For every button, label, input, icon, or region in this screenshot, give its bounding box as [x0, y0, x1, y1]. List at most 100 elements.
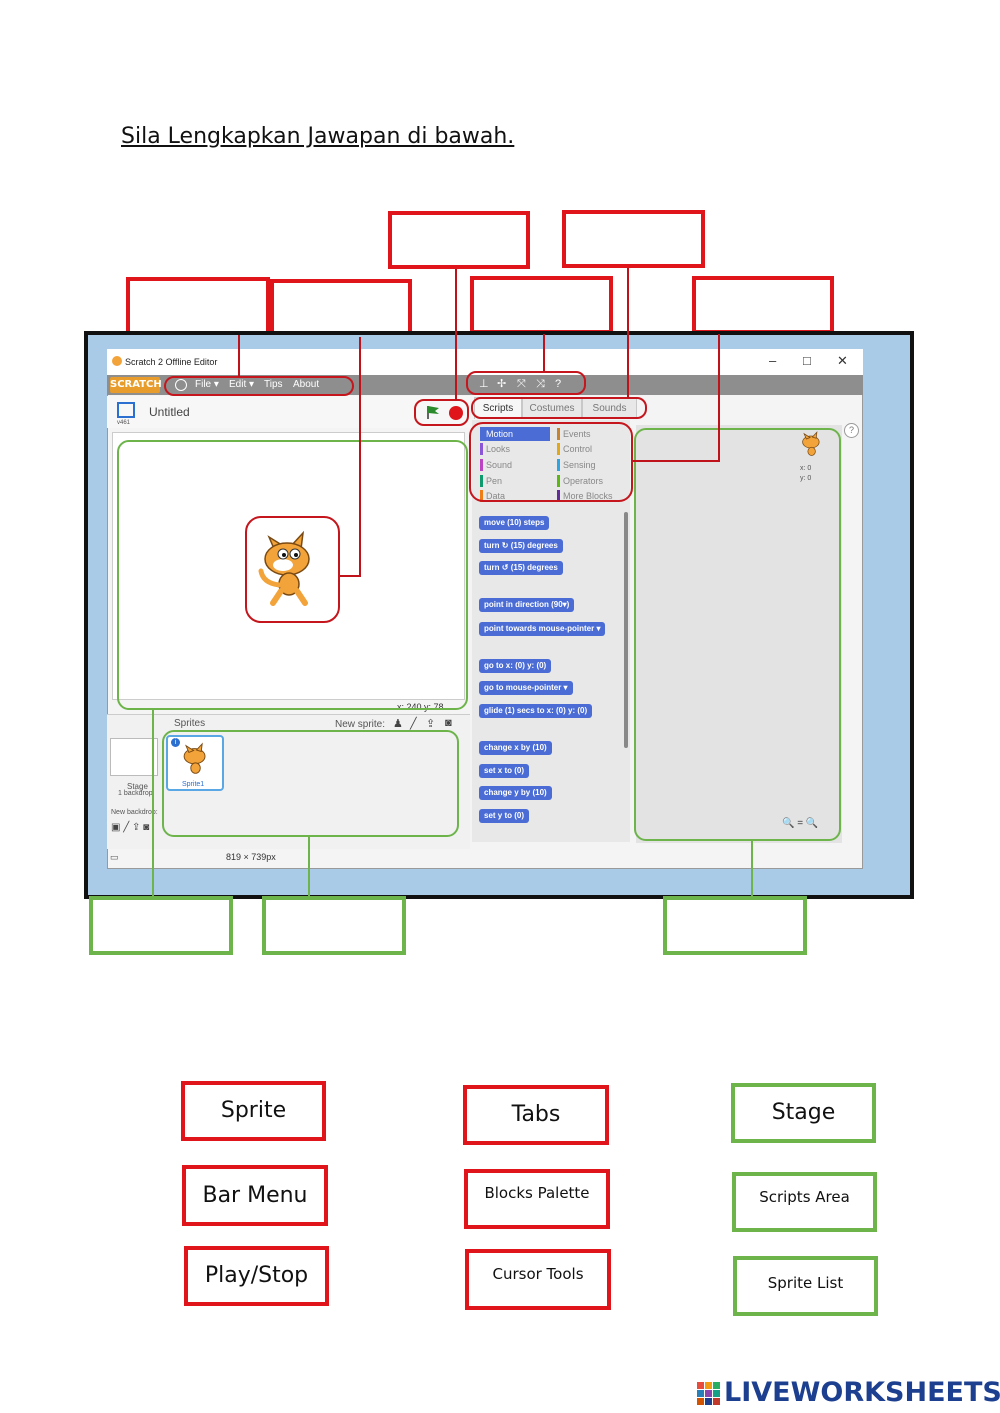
highlight-sprite-list — [162, 730, 459, 837]
liveworksheets-brand[interactable]: LIVEWORKSHEETS — [724, 1377, 1000, 1408]
word-stage[interactable]: Stage — [731, 1083, 876, 1143]
word-sprite-list[interactable]: Sprite List — [733, 1256, 878, 1316]
answer-blank-bar-menu[interactable] — [126, 277, 270, 335]
category-data-label: Data — [486, 491, 506, 501]
delete-icon[interactable]: ✢ — [497, 378, 507, 390]
answer-blank-play-stop[interactable] — [388, 211, 530, 269]
sprite-position-info: x: 0 y: 0 — [800, 465, 812, 482]
answer-blank-stage[interactable] — [89, 896, 233, 955]
block-change-y[interactable]: change y by (10) — [479, 786, 552, 800]
info-icon[interactable]: i — [171, 738, 180, 747]
word-bar-menu[interactable]: Bar Menu — [182, 1165, 328, 1226]
block-move[interactable]: move (10) steps — [479, 516, 550, 530]
sprite-thumbnail[interactable]: i Sprite1 — [166, 735, 224, 791]
block-go-to[interactable]: go to mouse-pointer ▾ — [479, 681, 573, 695]
palette-scrollbar[interactable] — [624, 512, 628, 748]
sprite-library-icon[interactable]: ♟ — [393, 718, 403, 730]
word-tabs[interactable]: Tabs — [463, 1085, 609, 1145]
leader-line-scripts-area — [751, 841, 753, 896]
maximize-icon[interactable]: □ — [803, 353, 811, 368]
answer-blank-tabs[interactable] — [562, 210, 705, 268]
sprite-name: Sprite1 — [182, 781, 205, 788]
duplicate-icon[interactable]: ⊥ — [479, 378, 489, 390]
green-flag-icon[interactable] — [426, 405, 439, 419]
category-control[interactable]: Control — [557, 442, 592, 456]
presentation-mode-icon[interactable] — [117, 402, 135, 418]
leader-line-play-stop — [455, 269, 457, 400]
category-operators[interactable]: Operators — [557, 474, 603, 488]
stage-thumb-label: Stage — [127, 782, 148, 791]
upload-sprite-icon[interactable]: ⇪ — [426, 718, 436, 730]
highlight-stage — [117, 440, 468, 710]
answer-blank-sprite-list[interactable] — [262, 896, 406, 955]
word-sprite[interactable]: Sprite — [181, 1081, 326, 1141]
category-motion[interactable]: Motion — [480, 427, 550, 441]
leader-line-sprite-list — [308, 837, 310, 896]
block-turn-left[interactable]: turn ↺ (15) degrees — [479, 561, 563, 575]
liveworksheets-logo-icon — [697, 1382, 721, 1406]
close-icon[interactable]: ✕ — [837, 353, 848, 368]
menu-about[interactable]: About — [293, 379, 320, 390]
answer-blank-scripts-area[interactable] — [663, 896, 807, 955]
category-operators-label: Operators — [563, 476, 604, 486]
menu-bar: SCRATCH File ▾ Edit ▾ Tips About ⊥ ✢ ⤧ ⤨… — [107, 375, 863, 395]
category-events[interactable]: Events — [557, 427, 591, 441]
leader-line-bar-menu — [238, 335, 240, 377]
minimize-icon[interactable]: – — [769, 353, 777, 368]
category-pen[interactable]: Pen — [480, 474, 502, 488]
block-glide[interactable]: glide (1) secs to x: (0) y: (0) — [479, 704, 593, 718]
category-looks[interactable]: Looks — [480, 442, 510, 456]
category-more-blocks[interactable]: More Blocks — [557, 489, 613, 503]
category-sensing[interactable]: Sensing — [557, 458, 596, 472]
help-icon[interactable]: ? — [844, 423, 859, 438]
footer-icon: ▭ — [110, 852, 119, 862]
block-turn-right[interactable]: turn ↻ (15) degrees — [479, 539, 563, 553]
menu-tips[interactable]: Tips — [264, 379, 283, 390]
footer-size: 819 × 739px — [226, 852, 276, 862]
answer-blank-sprite[interactable] — [270, 279, 412, 337]
worksheet-instruction: Sila Lengkapkan Jawapan di bawah. — [121, 124, 515, 149]
scripts-area[interactable] — [636, 425, 842, 843]
camera-icon[interactable]: ◙ — [445, 717, 452, 729]
stage-thumbnail[interactable] — [110, 738, 158, 776]
window-titlebar: Scratch 2 Offline Editor – □ ✕ — [107, 349, 863, 375]
scratch-cat-sprite[interactable] — [255, 527, 325, 607]
word-blocks-palette[interactable]: Blocks Palette — [464, 1169, 610, 1229]
block-point-direction[interactable]: point in direction (90▾) — [479, 598, 575, 612]
highlight-play-stop — [414, 399, 469, 426]
highlight-cursor-tools — [466, 371, 586, 395]
block-change-x[interactable]: change x by (10) — [479, 741, 552, 755]
category-events-label: Events — [563, 429, 591, 439]
globe-icon[interactable] — [175, 379, 187, 391]
answer-blank-cursor-tools[interactable] — [470, 276, 613, 334]
grow-icon[interactable]: ⤧ — [517, 378, 526, 390]
menu-edit[interactable]: Edit ▾ — [229, 379, 255, 390]
shrink-icon[interactable]: ⤨ — [536, 378, 545, 390]
stage-coordinates: x: 240 y: 78 — [397, 702, 444, 712]
word-scripts-area[interactable]: Scripts Area — [732, 1172, 877, 1232]
backdrop-tools-icon[interactable]: ▣ ╱ ⇪ ◙ — [111, 822, 150, 833]
leader-line-blocks-palette-v — [718, 334, 720, 462]
leader-line-sprite-h — [340, 575, 361, 577]
block-set-x[interactable]: set x to (0) — [479, 764, 530, 778]
project-title[interactable]: Untitled — [149, 405, 190, 419]
block-point-towards[interactable]: point towards mouse-pointer ▾ — [479, 622, 606, 636]
version-label: v461 — [117, 420, 131, 426]
category-sound-label: Sound — [486, 460, 513, 470]
new-sprite-label: New sprite: — [335, 719, 386, 730]
block-set-y[interactable]: set y to (0) — [479, 809, 530, 823]
highlight-scripts-area — [634, 428, 841, 841]
block-go-to-xy[interactable]: go to x: (0) y: (0) — [479, 659, 552, 673]
highlight-blocks-palette — [469, 422, 633, 502]
category-more-blocks-label: More Blocks — [563, 491, 613, 501]
zoom-controls[interactable]: 🔍 = 🔍 — [782, 818, 819, 829]
word-cursor-tools[interactable]: Cursor Tools — [465, 1249, 611, 1310]
answer-blank-blocks-palette[interactable] — [692, 276, 834, 334]
menu-file[interactable]: File ▾ — [195, 379, 219, 390]
paint-sprite-icon[interactable]: ╱ — [410, 718, 417, 730]
block-help-icon[interactable]: ? — [555, 378, 562, 390]
word-play-stop[interactable]: Play/Stop — [184, 1246, 329, 1306]
stage-thumb-sub: 1 backdrop — [118, 790, 153, 797]
category-sound[interactable]: Sound — [480, 458, 512, 472]
scratch-logo[interactable]: SCRATCH — [110, 377, 162, 393]
